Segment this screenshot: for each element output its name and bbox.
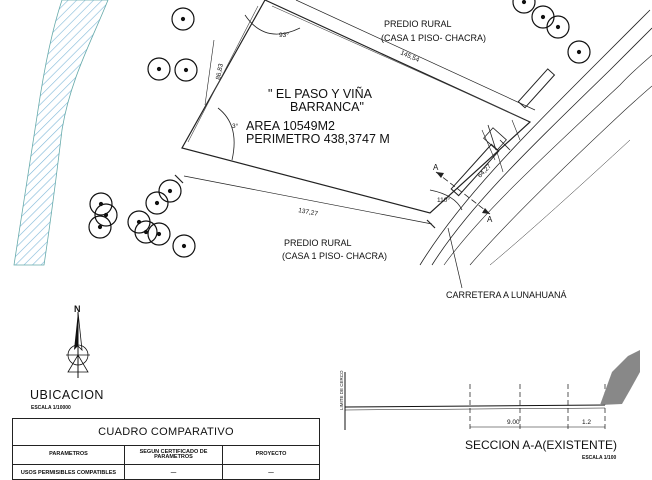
neighbor-bottom-label: PREDIO RURAL [284,238,352,248]
section-scale: ESCALA 1/100 [582,455,616,461]
cuadro-header-row: PARAMETROS SEGUN CERTIFICADO DE PARAMETR… [13,446,319,465]
section-aa-drawing: LIMITE DE CERCO 9.00 1.2 SECCION A-A(EXI… [339,350,640,461]
section-dim2: 1.2 [582,419,591,426]
angle-right-label: 110° [437,196,450,204]
dim-right-label: 64,27 [476,163,493,180]
ubicacion-scale: ESCALA 1/10000 [31,405,71,411]
cuadro-title: CUADRO COMPARATIVO [13,419,319,446]
cuadro-header-proyecto: PROYECTO [255,451,287,458]
road-edge-1 [419,9,651,266]
road-edge-5 [489,139,631,266]
building-3 [483,127,507,151]
cuadro-row1-param: USOS PERMISIBLES COMPATIBLES [13,465,125,479]
building-2 [517,68,556,109]
dim-line-left [204,39,215,106]
section-mark-a2: A [487,215,493,224]
cuadro-row1-cert: — [125,465,223,479]
lot-inner-line [271,5,523,119]
road-edge-2 [431,27,652,266]
angle-left-label: 3° [232,122,239,130]
plan-title-line1: " EL PASO Y VIÑA [268,87,373,101]
section-terrain [600,350,640,405]
road-edge-3 [443,54,652,266]
river-hatch [13,0,109,266]
section-title: SECCION A-A(EXISTENTE) [465,438,617,452]
trees [88,0,591,258]
neighbor-top-label: PREDIO RURAL [384,19,452,29]
cuadro-row1-proj: — [268,470,274,477]
neighbor-bottom-sub: (CASA 1 PISO- CHACRA) [282,251,387,261]
angle-arc-left [217,107,235,161]
road-label: CARRETERA A LUNAHUANÁ [446,290,567,300]
table-row: USOS PERMISIBLES COMPATIBLES — — [13,465,319,479]
dim-bottom-label: 137,27 [298,207,319,218]
plan-perimeter: PERIMETRO 438,3747 M [246,132,390,146]
section-cut-line [435,171,491,215]
angle-top-label: 93° [279,31,289,39]
ubicacion-title: UBICACION [30,388,104,402]
plan-area: AREA 10549M2 [246,119,335,133]
dim-top-label: 145,54 [399,49,420,64]
cuadro-header-parametros: PARAMETROS [13,446,125,464]
dim-line-bottom [183,175,433,225]
road-edge-4 [469,85,652,266]
lot-boundary [181,0,532,214]
road-leader [447,227,463,289]
dim-left-label: 86,83 [215,63,225,81]
section-dim1: 9.00 [507,419,520,426]
plan-title-line2: BARRANCA" [290,100,364,114]
north-label: N [74,304,81,314]
lot-inner-line-left [187,5,259,143]
dim-line-top [295,0,536,111]
cuadro-comparativo-table: CUADRO COMPARATIVO PARAMETROS SEGUN CERT… [12,418,320,480]
cuadro-header-certificado: SEGUN CERTIFICADO DE PARAMETROS [125,446,223,464]
section-mark-a1: A [433,163,439,172]
section-limit-label: LIMITE DE CERCO [339,370,344,410]
north-arrow-icon: N [66,304,90,378]
neighbor-top-sub: (CASA 1 PISO- CHACRA) [381,33,486,43]
angle-arc-top [244,14,301,35]
